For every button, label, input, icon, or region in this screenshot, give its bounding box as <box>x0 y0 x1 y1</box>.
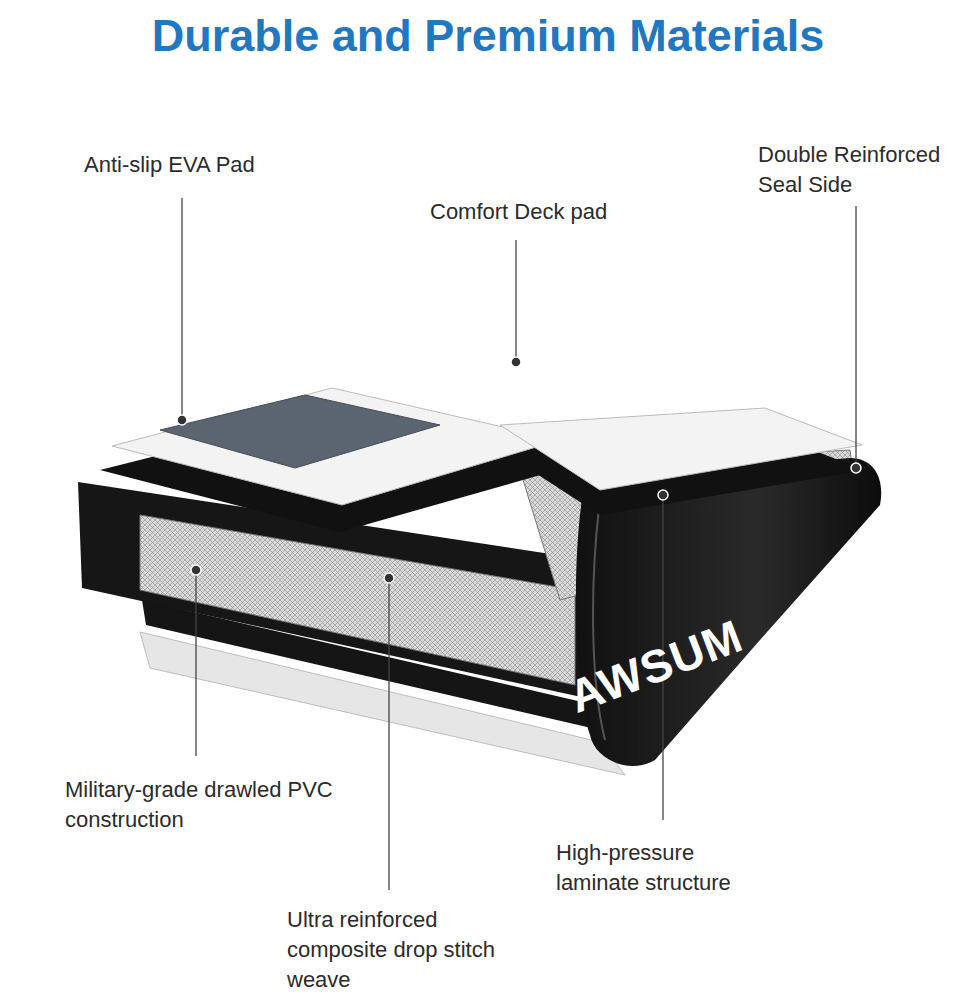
part-label: Military-grade drawled PVC construction <box>65 775 335 835</box>
part-label: Comfort Deck pad <box>430 197 690 227</box>
deck-pad-right <box>500 408 862 490</box>
drop-stitch-core <box>140 515 575 685</box>
leader-dots <box>177 357 861 583</box>
part-label: High-pressure laminate structure <box>556 838 776 898</box>
part-label: Anti-slip EVA Pad <box>84 150 344 180</box>
page-title: Durable and Premium Materials <box>0 6 976 66</box>
part-label: Double Reinforced Seal Side <box>758 140 970 200</box>
deck-pad-left <box>112 388 560 505</box>
eva-pad <box>160 395 440 468</box>
part-label: Ultra reinforced composite drop stitch w… <box>287 905 517 995</box>
